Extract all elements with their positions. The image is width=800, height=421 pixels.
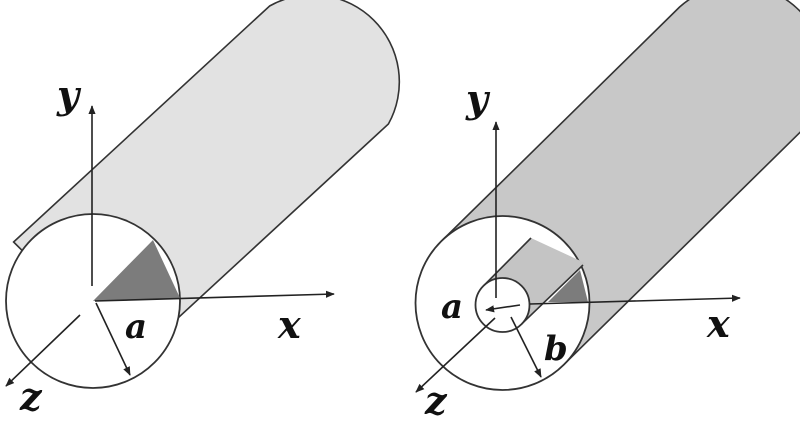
right-inner-conductor [474,277,531,333]
right-z-axis [415,317,496,393]
left-z-label: z [19,374,43,419]
right-y-label: y [465,76,491,121]
right-outer-radius-label: b [544,329,568,369]
right-outer-radius-arrow [510,316,542,378]
left-radius-label: a [125,307,147,347]
left-y-label: y [56,72,82,117]
left-cylinder-diagram: y x z a [5,0,401,419]
left-x-axis [94,290,335,302]
left-cross-section-wedge [93,240,180,301]
right-inner-radius-arrow [485,304,521,313]
left-radius-arrow [95,302,131,376]
left-x-label: x [277,302,302,347]
right-inner-tube-edge-top [483,237,532,287]
right-z-label: z [424,378,448,421]
right-x-axis [529,294,741,305]
right-inner-tube-edge-bottom [520,264,584,325]
right-cross-section-wedge [548,270,588,302]
right-inner-radius-label: a [441,287,463,327]
right-coaxial-diagram: y x z a b [414,0,800,421]
right-x-label: x [706,301,731,346]
left-z-axis [5,314,81,387]
